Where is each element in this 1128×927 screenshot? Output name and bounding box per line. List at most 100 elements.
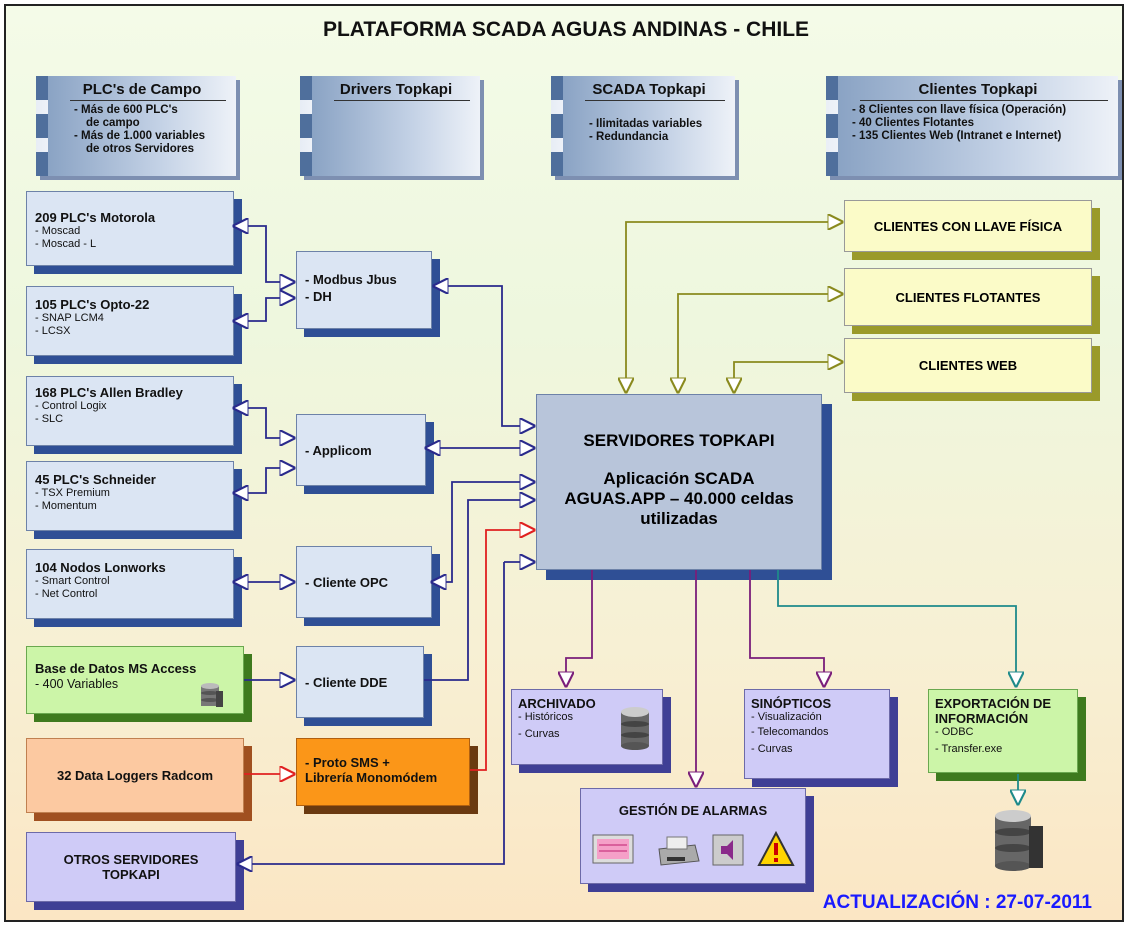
connector-allen-applicom [234,408,294,438]
driver-line: - Cliente OPC [305,575,389,590]
client-flotantes: CLIENTES FLOTANTES [844,268,1092,326]
source-allen-bradley: 168 PLC's Allen Bradley - Control Logix … [26,376,234,446]
driver-opc: - Cliente OPC [296,546,432,618]
driver-modbus: - Modbus Jbus - DH [296,251,432,329]
driver-line: - Modbus Jbus [305,272,397,287]
output-item: - Curvas [518,728,560,740]
database-icon [995,810,1043,871]
header-line: de campo [86,117,140,129]
connector-server-exportacion [777,570,1016,686]
output-title: EXPORTACIÓN DE [935,696,1052,711]
header-line: - Más de 1.000 variables [74,130,206,142]
connector-server-web [734,362,842,392]
connector-server-sinopticos [749,570,824,686]
header-line: - 8 Clientes con llave física (Operación… [852,104,1067,116]
client-web: CLIENTES WEB [844,338,1092,393]
server-line: AGUAS.APP – 40.000 celdas [564,489,794,508]
header-title: PLC's de Campo [82,81,202,98]
output-item: - Curvas [751,743,793,755]
source-item: - 400 Variables [35,677,119,691]
output-item: - Telecomandos [751,726,829,738]
connector-motorola-modbus [234,226,294,282]
output-sinopticos: SINÓPTICOS - Visualización - Telecomando… [744,689,890,779]
monitor-icon [592,834,634,864]
source-lonworks: 104 Nodos Lonworks - Smart Control - Net… [26,549,234,619]
header-line: - Redundancia [589,131,669,143]
source-opto22: 105 PLC's Opto-22 - SNAP LCM4 - LCSX [26,286,234,356]
otros-line: OTROS SERVIDORES [63,852,199,867]
source-item: - TSX Premium [35,487,110,499]
connector-server-otros [238,562,505,864]
output-title: SINÓPTICOS [751,696,832,711]
output-item: - ODBC [935,726,974,738]
source-item: - Moscad - L [35,238,97,250]
driver-applicom: - Applicom [296,414,426,486]
server-line: Aplicación SCADA [603,469,755,488]
source-item: - Control Logix [35,400,107,412]
output-item: - Visualización [751,711,822,723]
connector-dde-server [424,500,534,681]
source-title: 104 Nodos Lonworks [35,560,166,575]
output-title: GESTIÓN DE ALARMAS [618,803,768,818]
speaker-icon [712,834,744,866]
source-schneider: 45 PLC's Schneider - TSX Premium - Momen… [26,461,234,531]
output-item: - Históricos [518,711,574,723]
server-topkapi: SERVIDORES TOPKAPI Aplicación SCADA AGUA… [536,394,822,570]
header-plc-campo: PLC's de Campo - Más de 600 PLC's de cam… [36,76,236,176]
connector-server-archivado [566,570,593,686]
source-title: 209 PLC's Motorola [35,210,156,225]
header-title: Clientes Topkapi [918,81,1038,98]
source-title: 32 Data Loggers Radcom [56,768,214,783]
source-item: - Momentum [35,500,97,512]
connector-sms-server [470,530,534,771]
driver-sms: - Proto SMS + Librería Monomódem [296,738,470,806]
printer-icon [658,836,700,866]
source-item: - Net Control [35,588,98,600]
source-radcom: 32 Data Loggers Radcom [26,738,244,813]
header-line: - Más de 600 PLC's [74,104,178,116]
connector-opto-modbus [234,298,294,321]
source-title: 105 PLC's Opto-22 [35,297,150,312]
source-title: 45 PLC's Schneider [35,472,156,487]
database-icon [201,683,223,707]
source-item: - Smart Control [35,575,110,587]
otros-line: TOPKAPI [102,867,160,882]
header-line: - 40 Clientes Flotantes [852,117,975,129]
source-item: - SNAP LCM4 [35,312,104,324]
output-archivado: ARCHIVADO - Históricos - Curvas [511,689,663,765]
output-alarmas: GESTIÓN DE ALARMAS [580,788,806,884]
header-line: - Ilimitadas variables [589,118,703,130]
otros-servidores: OTROS SERVIDORES TOPKAPI [26,832,236,902]
output-exportacion: EXPORTACIÓN DE INFORMACIÓN - ODBC - Tran… [928,689,1078,773]
driver-line: Librería Monomódem [305,770,438,785]
connector-server-flotantes [678,294,842,392]
source-title: 168 PLC's Allen Bradley [35,385,183,400]
connector-server-fisica [626,222,842,392]
header-clientes: Clientes Topkapi - 8 Clientes con llave … [826,76,1118,176]
header-title: SCADA Topkapi [592,81,706,98]
header-line: de otros Servidores [86,143,195,155]
header-line: - 135 Clientes Web (Intranet e Internet) [852,130,1062,142]
page-title: PLATAFORMA SCADA AGUAS ANDINAS - CHILE [322,18,810,41]
connector-schneider-applicom [234,468,294,493]
database-icon [621,707,649,750]
server-line: utilizadas [640,509,718,528]
header-drivers: Drivers Topkapi [300,76,480,176]
client-llave-fisica: CLIENTES CON LLAVE FÍSICA [844,200,1092,252]
output-title: ARCHIVADO [518,696,596,711]
source-ms-access: Base de Datos MS Access - 400 Variables [26,646,244,714]
driver-dde: - Cliente DDE [296,646,424,718]
server-title: SERVIDORES TOPKAPI [583,431,775,450]
diagram-frame: PLATAFORMA SCADA AGUAS ANDINAS - CHILE P… [4,4,1124,922]
connector-modbus-server [434,286,534,426]
source-title: Base de Datos MS Access [35,661,197,676]
update-label: ACTUALIZACIÓN : 27-07-2011 [822,892,1092,913]
warning-icon [757,831,795,866]
driver-line: - Proto SMS + [305,755,390,770]
connector-opc-server [432,482,534,582]
connector-layer [6,6,1122,920]
header-scada: SCADA Topkapi - Ilimitadas variables - R… [551,76,735,176]
source-item: - SLC [35,413,64,425]
driver-line: - Applicom [305,443,372,458]
driver-line: - DH [305,289,332,304]
